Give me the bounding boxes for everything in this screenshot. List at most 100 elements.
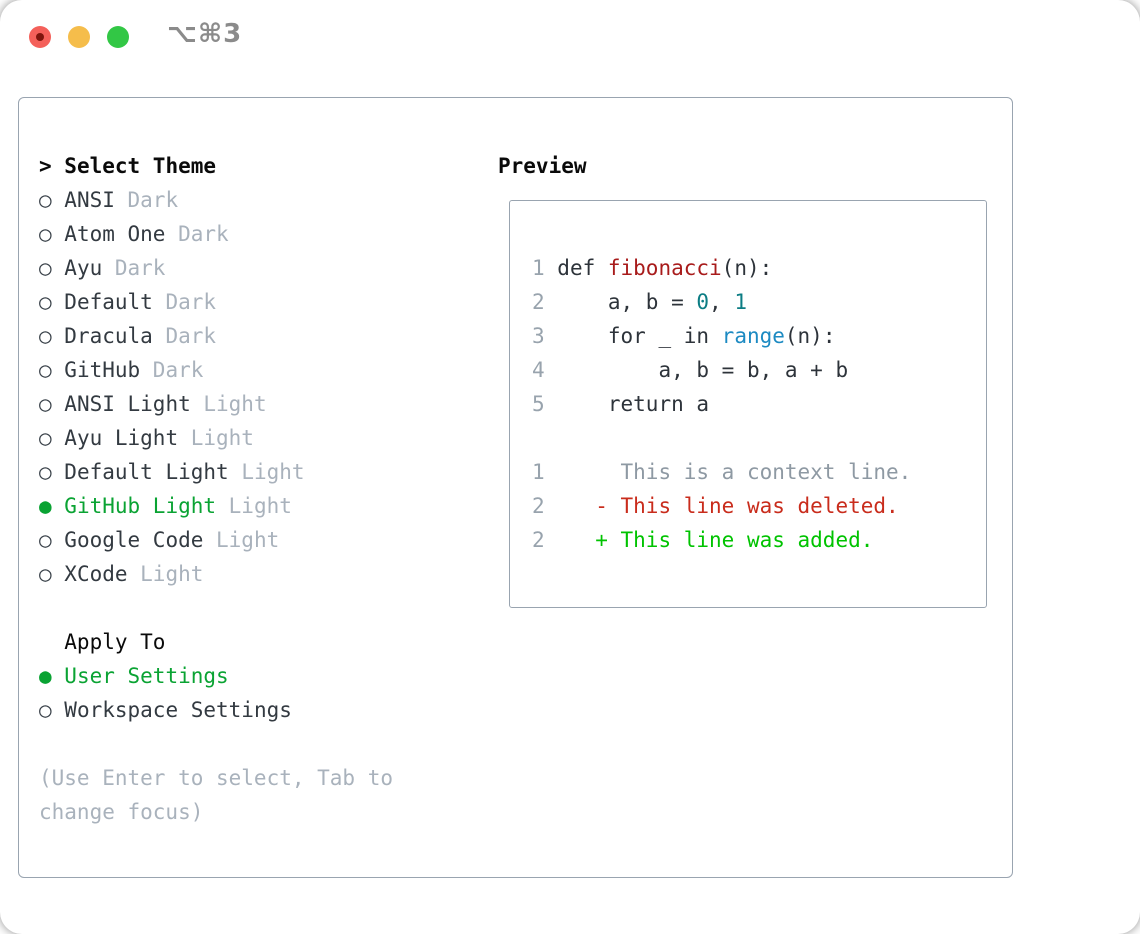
theme-option[interactable]: ○ ANSI Light Light: [39, 387, 477, 421]
code-token-deleted: - This line was deleted.: [544, 494, 899, 518]
preview-title: Preview: [498, 154, 587, 178]
theme-variant-label: Dark: [152, 324, 217, 348]
code-lines: 1 def fibonacci(n): 2 a, b = 0, 1 3 for _ …: [532, 251, 986, 557]
theme-option[interactable]: ○ Default Dark: [39, 285, 477, 319]
focus-caret: >: [39, 154, 65, 178]
option-label: Dracula: [64, 324, 153, 348]
theme-option[interactable]: ○ Ayu Light Light: [39, 421, 477, 455]
theme-variant-label: Dark: [140, 358, 204, 382]
radio-icon: ○: [39, 290, 65, 314]
preview-pane: Preview 1 def fibonacci(n): 2 a, b = 0, 1…: [498, 149, 987, 608]
theme-option[interactable]: ○ Default Light Light: [39, 455, 477, 489]
theme-variant-label: Light: [228, 460, 305, 484]
code-token-number: 0: [696, 290, 710, 314]
code-token-plain: a, b =: [544, 290, 697, 314]
radio-selected-icon: ●: [39, 664, 65, 688]
line-number: 1: [532, 460, 545, 484]
radio-icon: ○: [39, 324, 65, 348]
zoom-button[interactable]: [107, 26, 129, 48]
theme-option[interactable]: ○ GitHub Dark: [39, 353, 477, 387]
line-number: 1: [532, 256, 545, 280]
line-number: 2: [532, 494, 545, 518]
apply-to-option[interactable]: ○ Workspace Settings: [39, 693, 477, 727]
theme-variant-label: Dark: [152, 290, 217, 314]
traffic-lights: [29, 26, 129, 48]
apply-to-list: ● User Settings○ Workspace Settings: [39, 659, 477, 727]
line-number: 3: [532, 324, 545, 348]
code-line: 4 a, b = b, a + b: [532, 353, 986, 387]
radio-icon: ○: [39, 698, 65, 722]
code-token-plain: (n):: [721, 256, 773, 280]
option-label: Default: [64, 290, 153, 314]
theme-variant-label: Light: [190, 392, 267, 416]
radio-icon: ○: [39, 528, 65, 552]
code-line: 2 - This line was deleted.: [532, 489, 986, 523]
window-shortcut-label: ⌥⌘3: [167, 19, 243, 49]
theme-option[interactable]: ○ ANSI Dark: [39, 183, 477, 217]
option-label: User Settings: [64, 664, 229, 688]
theme-list: ○ ANSI Dark○ Atom One Dark○ Ayu Dark○ De…: [39, 183, 477, 591]
code-line: 2 + This line was added.: [532, 523, 986, 557]
theme-variant-label: Light: [203, 528, 280, 552]
theme-option[interactable]: ● GitHub Light Light: [39, 489, 477, 523]
radio-icon: ○: [39, 358, 65, 382]
code-token-plain: def: [544, 256, 608, 280]
code-token-plain: return a: [544, 392, 710, 416]
code-token-context: This is a context line.: [544, 460, 912, 484]
code-token-plain: ,: [709, 290, 735, 314]
radio-icon: ○: [39, 392, 65, 416]
radio-icon: ○: [39, 426, 65, 450]
code-line: 5 return a: [532, 387, 986, 421]
preview-code-box: 1 def fibonacci(n): 2 a, b = 0, 1 3 for _ …: [509, 200, 987, 608]
option-label: ANSI Light: [64, 392, 191, 416]
line-number: 2: [532, 528, 545, 552]
code-line: [532, 421, 986, 455]
code-line: 3 for _ in range(n):: [532, 319, 986, 353]
radio-icon: ○: [39, 188, 65, 212]
radio-selected-icon: ●: [39, 494, 65, 518]
theme-option[interactable]: ○ Google Code Light: [39, 523, 477, 557]
theme-variant-label: Dark: [102, 256, 166, 280]
option-label: Ayu: [64, 256, 103, 280]
close-dot: [36, 33, 44, 41]
apply-to-option[interactable]: ● User Settings: [39, 659, 477, 693]
theme-picker: > Select Theme ○ ANSI Dark○ Atom One Dar…: [39, 149, 477, 829]
close-button[interactable]: [29, 26, 51, 48]
minimize-button[interactable]: [68, 26, 90, 48]
option-label: XCode: [64, 562, 128, 586]
apply-to-header: Apply To: [39, 630, 166, 654]
option-label: Atom One: [64, 222, 166, 246]
option-label: Google Code: [64, 528, 204, 552]
select-theme-header: > Select Theme: [39, 149, 477, 183]
theme-variant-label: Dark: [165, 222, 229, 246]
theme-variant-label: Light: [216, 494, 292, 518]
option-label: GitHub: [64, 358, 141, 382]
option-label: Ayu Light: [64, 426, 179, 450]
option-label: Workspace Settings: [64, 698, 292, 722]
code-token-func: fibonacci: [607, 256, 722, 280]
code-token-added: + This line was added.: [544, 528, 874, 552]
theme-option[interactable]: ○ Atom One Dark: [39, 217, 477, 251]
theme-option[interactable]: ○ XCode Light: [39, 557, 477, 591]
select-theme-title: Select Theme: [64, 154, 217, 178]
theme-option[interactable]: ○ Dracula Dark: [39, 319, 477, 353]
code-token-number: 1: [734, 290, 747, 314]
keyboard-hint: (Use Enter to select, Tab to change focu…: [39, 766, 406, 824]
code-line: 1 This is a context line.: [532, 455, 986, 489]
theme-variant-label: Light: [178, 426, 254, 450]
code-token-plain: a, b = b, a + b: [544, 358, 849, 382]
option-label: GitHub Light: [64, 494, 217, 518]
theme-option[interactable]: ○ Ayu Dark: [39, 251, 477, 285]
line-number: 2: [532, 290, 545, 314]
theme-variant-label: Light: [127, 562, 204, 586]
option-label: ANSI: [64, 188, 115, 212]
spacer: [39, 727, 477, 761]
code-token-plain: for _ in: [544, 324, 722, 348]
theme-variant-label: Dark: [114, 188, 179, 212]
line-number: [532, 426, 545, 450]
spacer: [39, 591, 477, 625]
radio-icon: ○: [39, 562, 65, 586]
line-number: 5: [532, 392, 545, 416]
code-token-builtin: range: [721, 324, 785, 348]
